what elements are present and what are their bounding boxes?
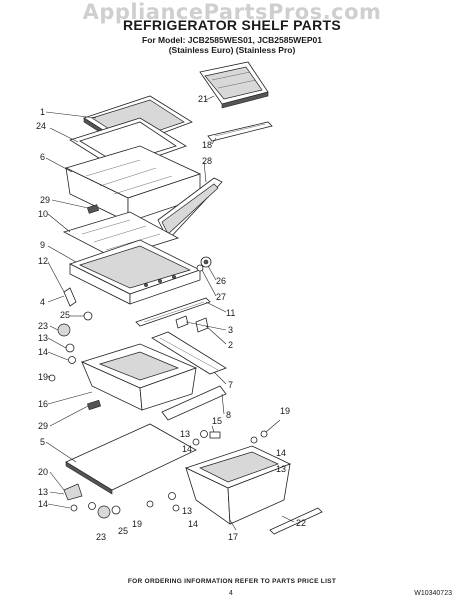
callout-23-lower: 23 bbox=[96, 532, 106, 542]
callout-11: 11 bbox=[226, 308, 235, 318]
callout-1: 1 bbox=[40, 107, 45, 117]
part-13-nut-upper[interactable] bbox=[65, 343, 75, 353]
callout-8: 8 bbox=[226, 410, 231, 420]
callout-19: 19 bbox=[38, 372, 48, 382]
part-19-screw-lower[interactable] bbox=[146, 500, 154, 508]
callout-13-bottom: 13 bbox=[182, 506, 192, 516]
callout-12: 12 bbox=[38, 256, 48, 266]
callout-14: 14 bbox=[38, 347, 48, 357]
part-24-shelf-frame[interactable] bbox=[69, 117, 187, 171]
part-9-cover-frame[interactable] bbox=[68, 239, 202, 305]
callout-14-bottom: 14 bbox=[188, 519, 198, 529]
part-7-rail[interactable] bbox=[151, 331, 227, 375]
watermark: AppliancePartsPros.com bbox=[82, 0, 382, 24]
callout-29: 29 bbox=[40, 195, 50, 205]
part-4-bracket[interactable] bbox=[63, 287, 77, 307]
part-21-upper-rail[interactable] bbox=[199, 61, 269, 109]
callout-10: 10 bbox=[38, 209, 48, 219]
part-3-cam[interactable] bbox=[175, 315, 189, 329]
callout-23: 23 bbox=[38, 321, 48, 331]
part-13-nut-bottom[interactable] bbox=[168, 492, 176, 500]
part-14-washer-upper[interactable] bbox=[68, 356, 76, 364]
callout-21: 21 bbox=[198, 94, 208, 104]
part-29-clip-upper[interactable] bbox=[86, 204, 100, 214]
part-25-bushing-lower[interactable] bbox=[111, 505, 121, 515]
part-13-nut-lower[interactable] bbox=[88, 502, 96, 510]
part-22-trim[interactable] bbox=[269, 507, 323, 535]
model-variant-line: (Stainless Euro) (Stainless Pro) bbox=[168, 45, 296, 55]
part-23-cap-upper[interactable] bbox=[57, 323, 71, 337]
callout-24: 24 bbox=[36, 121, 46, 131]
leader-lines bbox=[45, 95, 295, 531]
ordering-footer: FOR ORDERING INFORMATION REFER TO PARTS … bbox=[127, 578, 337, 585]
document-number: W10340723 bbox=[414, 590, 452, 597]
part-6-pan[interactable] bbox=[64, 145, 202, 223]
part-14-washer-lower[interactable] bbox=[70, 504, 78, 512]
callout-13-mid: 13 bbox=[180, 429, 190, 439]
callout-7: 7 bbox=[228, 380, 233, 390]
part-25-bushing-upper[interactable] bbox=[83, 311, 93, 321]
part-8-drawer-front[interactable] bbox=[161, 385, 227, 421]
part-17-meat-drawer[interactable] bbox=[184, 445, 292, 525]
callout-5: 5 bbox=[40, 437, 45, 447]
part-14-washer-right[interactable] bbox=[250, 436, 258, 444]
part-14-washer-bottom[interactable] bbox=[172, 504, 180, 512]
part-27-washer[interactable] bbox=[196, 264, 204, 272]
callout-14-lower: 14 bbox=[38, 499, 48, 509]
callout-2: 2 bbox=[228, 340, 233, 350]
part-28-pan-front[interactable] bbox=[157, 177, 223, 241]
part-26-knob[interactable] bbox=[200, 256, 212, 268]
part-13-nut-mid[interactable] bbox=[200, 430, 208, 438]
part-23-cap-lower[interactable] bbox=[97, 505, 111, 519]
callout-29-lower: 29 bbox=[38, 421, 48, 431]
callout-6: 6 bbox=[40, 152, 45, 162]
part-5-lower-shelf[interactable] bbox=[65, 423, 197, 495]
part-15-bracket[interactable] bbox=[209, 431, 221, 439]
callout-13-lower: 13 bbox=[38, 487, 48, 497]
page-number: 4 bbox=[229, 590, 233, 597]
callout-28: 28 bbox=[202, 156, 212, 166]
diagram-title: REFRIGERATOR SHELF PARTS bbox=[123, 17, 341, 33]
callout-4: 4 bbox=[40, 297, 45, 307]
callout-22: 22 bbox=[296, 518, 306, 528]
part-16-crisper-drawer[interactable] bbox=[80, 343, 198, 411]
callout-13-right: 13 bbox=[276, 464, 286, 474]
callout-16: 16 bbox=[38, 399, 48, 409]
callout-26: 26 bbox=[216, 276, 226, 286]
callout-14-right: 14 bbox=[276, 448, 286, 458]
part-19-screw-right[interactable] bbox=[260, 430, 268, 438]
part-29-clip-lower[interactable] bbox=[86, 399, 102, 411]
callout-18: 18 bbox=[202, 140, 212, 150]
callout-15: 15 bbox=[212, 416, 222, 426]
part-19-screw-upper[interactable] bbox=[48, 374, 56, 382]
callout-17: 17 bbox=[228, 532, 238, 542]
callout-27: 27 bbox=[216, 292, 226, 302]
part-20-cover[interactable] bbox=[63, 483, 83, 501]
callout-25-lower: 25 bbox=[118, 526, 128, 536]
model-line: For Model: JCB2585WES01, JCB2585WEP01 bbox=[142, 35, 322, 45]
callout-9: 9 bbox=[40, 240, 45, 250]
callout-19-right: 19 bbox=[280, 406, 290, 416]
callout-13: 13 bbox=[38, 333, 48, 343]
callout-14-mid: 14 bbox=[182, 444, 192, 454]
part-18-rail[interactable] bbox=[207, 121, 273, 142]
callout-19-lower: 19 bbox=[132, 519, 142, 529]
part-11-rail[interactable] bbox=[135, 297, 211, 327]
part-14-washer-mid[interactable] bbox=[192, 438, 200, 446]
callout-20: 20 bbox=[38, 467, 48, 477]
callout-3: 3 bbox=[228, 325, 233, 335]
callout-25: 25 bbox=[60, 310, 70, 320]
